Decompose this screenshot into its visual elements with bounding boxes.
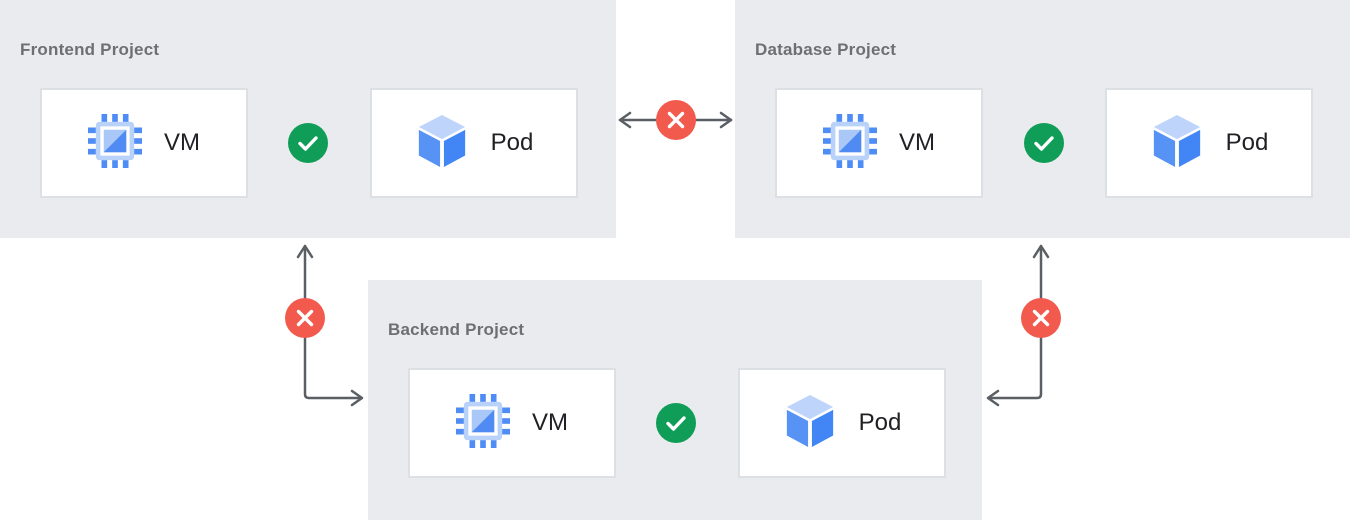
- project-title: Database Project: [755, 40, 897, 60]
- x-icon: [1021, 298, 1061, 338]
- project-title: Frontend Project: [20, 40, 160, 60]
- compute-vm-icon: [88, 113, 142, 173]
- database-connection-allowed-badge: [1024, 123, 1064, 163]
- pod-cube-icon: [1150, 112, 1204, 175]
- backend-vm-node: VM: [408, 368, 616, 478]
- frontend-connection-allowed-badge: [288, 123, 328, 163]
- project-backend-panel: Backend Project VM: [368, 280, 982, 520]
- project-title: Backend Project: [388, 320, 525, 340]
- frontend-pod-node: Pod: [370, 88, 578, 198]
- database-pod-node: Pod: [1105, 88, 1313, 198]
- check-icon: [1024, 123, 1064, 163]
- frontend-backend-blocked-badge: [285, 298, 325, 338]
- vm-label: VM: [164, 129, 200, 156]
- check-icon: [656, 403, 696, 443]
- vm-label: VM: [532, 409, 568, 436]
- project-frontend-panel: Frontend Project VM: [0, 0, 616, 238]
- pod-cube-icon: [415, 112, 469, 175]
- project-database-panel: Database Project VM: [735, 0, 1350, 238]
- pod-label: Pod: [490, 129, 534, 156]
- database-vm-node: VM: [775, 88, 983, 198]
- compute-vm-icon: [456, 393, 510, 453]
- backend-pod-node: Pod: [738, 368, 946, 478]
- frontend-vm-node: VM: [40, 88, 248, 198]
- check-icon: [288, 123, 328, 163]
- database-backend-blocked-badge: [1021, 298, 1061, 338]
- pod-label: Pod: [858, 409, 902, 436]
- pod-cube-icon: [783, 392, 837, 455]
- vm-label: VM: [899, 129, 935, 156]
- x-icon: [285, 298, 325, 338]
- backend-connection-allowed-badge: [656, 403, 696, 443]
- compute-vm-icon: [823, 113, 877, 173]
- frontend-database-blocked-badge: [656, 100, 696, 140]
- pod-label: Pod: [1225, 129, 1269, 156]
- x-icon: [656, 100, 696, 140]
